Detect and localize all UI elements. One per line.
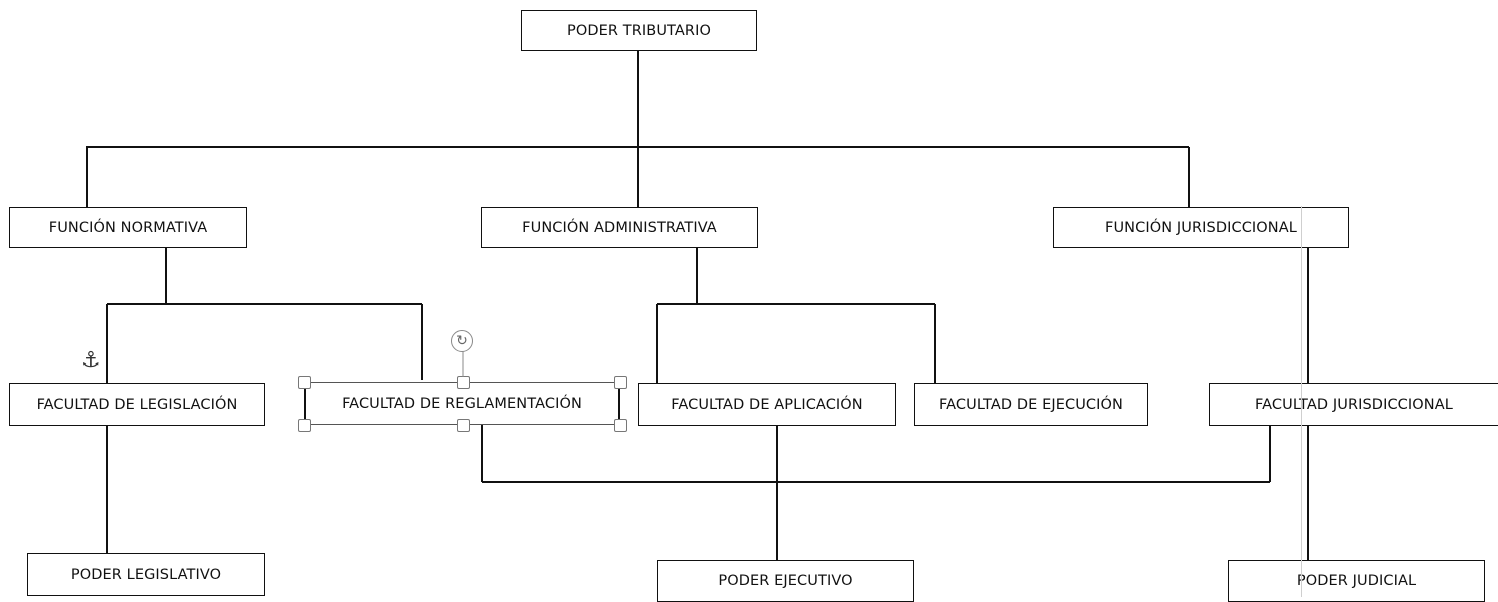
node-label: FUNCIÓN ADMINISTRATIVA	[522, 219, 717, 236]
node-label: FACULTAD DE APLICACIÓN	[671, 396, 863, 413]
resize-handle-top-right[interactable]	[614, 376, 627, 389]
node-facultad-jurisdiccional[interactable]: FACULTAD JURISDICCIONAL	[1209, 383, 1498, 426]
node-poder-tributario[interactable]: PODER TRIBUTARIO	[521, 10, 757, 51]
node-label: PODER LEGISLATIVO	[70, 566, 222, 583]
node-funcion-administrativa[interactable]: FUNCIÓN ADMINISTRATIVA	[481, 207, 758, 248]
resize-handle-bottom-right[interactable]	[614, 419, 627, 432]
node-label: PODER EJECUTIVO	[718, 573, 853, 589]
node-funcion-jurisdiccional[interactable]: FUNCIÓN JURISDICCIONAL	[1053, 207, 1349, 248]
node-label: FACULTAD DE LEGISLACIÓN	[36, 396, 238, 413]
rotate-handle-stem	[462, 351, 464, 377]
resize-handle-bottom-left[interactable]	[298, 419, 311, 432]
node-label: FUNCIÓN NORMATIVA	[48, 219, 208, 236]
node-label: FACULTAD DE REGLAMENTACIÓN	[342, 395, 582, 412]
node-facultad-aplicacion[interactable]: FACULTAD DE APLICACIÓN	[638, 383, 896, 426]
node-poder-judicial[interactable]: PODER JUDICIAL	[1228, 560, 1485, 602]
node-label: FACULTAD DE EJECUCIÓN	[939, 396, 1123, 413]
node-label: PODER JUDICIAL	[1296, 573, 1417, 589]
alignment-guide	[1301, 206, 1302, 597]
node-poder-legislativo[interactable]: PODER LEGISLATIVO	[27, 553, 265, 596]
node-facultad-ejecucion[interactable]: FACULTAD DE EJECUCIÓN	[914, 383, 1148, 426]
resize-handle-bottom-center[interactable]	[457, 419, 470, 432]
rotate-handle-icon[interactable]: ↻	[451, 330, 473, 352]
resize-handle-top-left[interactable]	[298, 376, 311, 389]
node-poder-ejecutivo[interactable]: PODER EJECUTIVO	[657, 560, 914, 602]
node-facultad-legislacion[interactable]: FACULTAD DE LEGISLACIÓN	[9, 383, 265, 426]
node-funcion-normativa[interactable]: FUNCIÓN NORMATIVA	[9, 207, 247, 248]
node-label: FUNCIÓN JURISDICCIONAL	[1105, 219, 1297, 236]
anchor-icon: ⚓	[81, 348, 101, 373]
node-label: PODER TRIBUTARIO	[567, 22, 711, 39]
resize-handle-top-center[interactable]	[457, 376, 470, 389]
node-label: FACULTAD JURISDICCIONAL	[1255, 396, 1453, 413]
